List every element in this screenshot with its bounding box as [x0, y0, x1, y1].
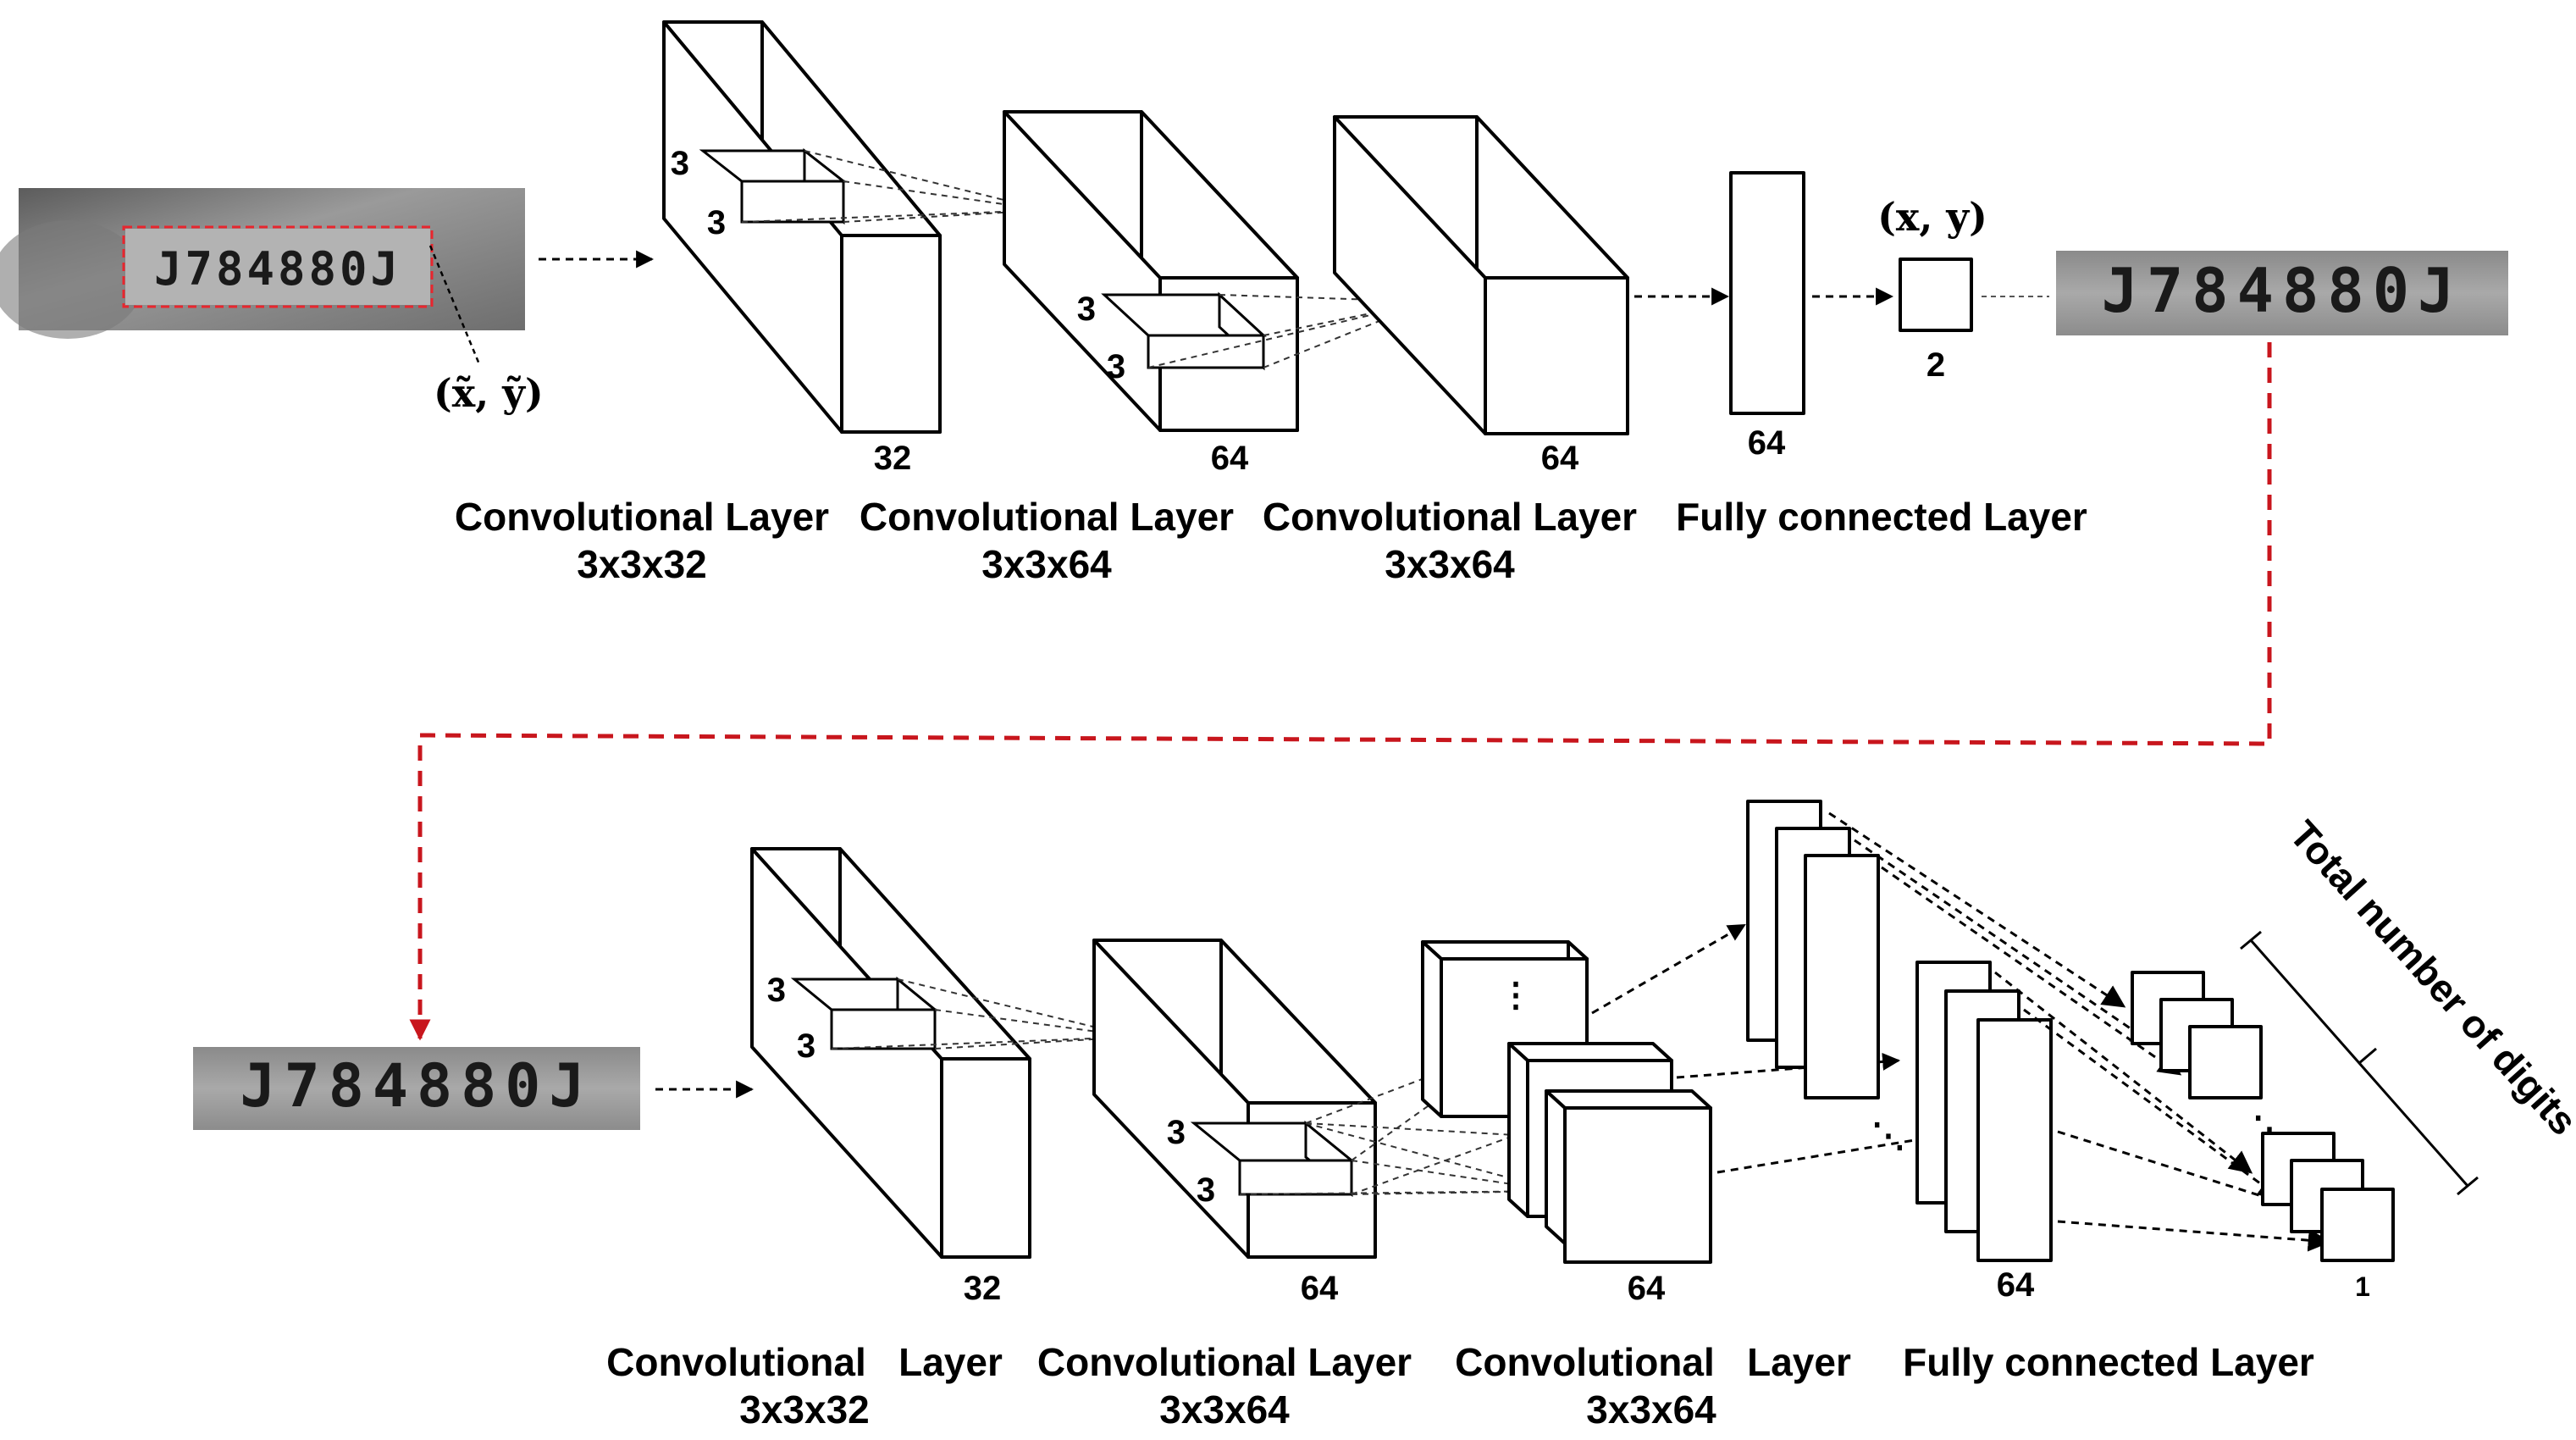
- bottom-conv3-stack: ⋮: [1421, 940, 1712, 1264]
- top-conv3-block: [1333, 115, 1629, 435]
- bottom-fc-units: 64: [1997, 1266, 2035, 1304]
- bottom-layer-2-name: Convolutional Layer: [1037, 1340, 1412, 1384]
- bottom-conv1-block: [750, 847, 1136, 1259]
- arrow-fc-out-1: [1828, 811, 2126, 1008]
- bottom-kernel-3d: 3: [1197, 1171, 1215, 1209]
- arrow-bconv3-to-fc-a: [1591, 923, 1746, 1015]
- top-kernel-3b: 3: [707, 204, 726, 241]
- arrow-fc-out-5: [2023, 1008, 2282, 1199]
- top-input-plate-text: J784880J: [154, 242, 401, 296]
- top-conv1-block: [662, 20, 1046, 434]
- arrow-fc-out-6: [2057, 1130, 2318, 1218]
- top-fc-units: 64: [1748, 424, 1786, 462]
- top-layer-2-name: Convolutional Layer: [860, 495, 1234, 539]
- top-layer-2-size: 3x3x64: [981, 542, 1112, 586]
- bottom-layer-4-name: Fully connected Layer: [1903, 1340, 2314, 1384]
- top-layer-1-size: 3x3x32: [577, 542, 707, 586]
- bottom-depth-3: 64: [1628, 1270, 1666, 1307]
- arrow-fc-out-7: [2057, 1220, 2331, 1252]
- bottom-kernel-3c: 3: [1167, 1114, 1186, 1151]
- bottom-fc-stack-upper: [1746, 800, 1880, 1099]
- top-output-coord-label: (x, y): [1877, 194, 1987, 240]
- top-output-node: [1899, 258, 1973, 332]
- bottom-output-group-upper: [2131, 971, 2263, 1099]
- bottom-layer-1-name: Convolutional Layer: [606, 1340, 1003, 1384]
- red-connector: [409, 342, 2272, 1041]
- top-depth-1: 32: [874, 440, 912, 477]
- bottom-fc-ellipsis: ⋱: [1871, 1117, 1905, 1155]
- bottom-output-group-lower: [2261, 1132, 2395, 1262]
- bottom-kernel-3a: 3: [767, 972, 786, 1009]
- top-layer-3-name: Convolutional Layer: [1263, 495, 1637, 539]
- top-layer-4-name: Fully connected Layer: [1676, 495, 2087, 539]
- bottom-output-units: 1: [2355, 1271, 2370, 1302]
- bottom-layer-2-size: 3x3x64: [1159, 1387, 1290, 1432]
- top-depth-2: 64: [1211, 440, 1249, 477]
- top-output-plate-text: J784880J: [2102, 255, 2463, 326]
- top-fc-layer: [1729, 171, 1805, 415]
- digits-label: Total number of digits: [2281, 812, 2576, 1144]
- detection-box: [122, 225, 434, 308]
- arrow-fc-out-2: [1854, 839, 2155, 1045]
- bottom-depth-2: 64: [1301, 1270, 1339, 1307]
- top-layer-1-name: Convolutional Layer: [455, 495, 829, 539]
- arrow-fc-out-3: [1881, 866, 2182, 1076]
- bottom-fc-stack-lower: [1915, 961, 2053, 1262]
- bottom-conv3-ellipsis: ⋮: [1499, 977, 1533, 1014]
- top-kernel-3c: 3: [1077, 291, 1096, 328]
- coord-pointer: [428, 245, 481, 365]
- bottom-depth-1: 32: [964, 1270, 1002, 1307]
- bottom-layer-3-size: 3x3x64: [1586, 1387, 1716, 1432]
- bottom-input-plate: J784880J: [193, 1047, 640, 1130]
- bottom-input-plate-text: J784880J: [240, 1051, 593, 1121]
- bottom-kernel-3b: 3: [797, 1027, 815, 1065]
- top-output-units: 2: [1926, 346, 1945, 384]
- top-input-image: J784880J: [0, 188, 525, 339]
- bottom-conv2-block: [1092, 939, 1559, 1259]
- top-conv2-block: [1003, 110, 1429, 432]
- top-kernel-3d: 3: [1107, 348, 1125, 385]
- bottom-layer-1-size: 3x3x32: [739, 1387, 870, 1432]
- top-kernel-3a: 3: [671, 145, 689, 182]
- bottom-layer-3-name: Convolutional Layer: [1455, 1340, 1851, 1384]
- top-output-plate: J784880J: [2056, 251, 2508, 335]
- top-input-coord-label: (x̃, ỹ): [434, 370, 544, 416]
- top-layer-3-size: 3x3x64: [1385, 542, 1515, 586]
- top-depth-3: 64: [1541, 440, 1579, 477]
